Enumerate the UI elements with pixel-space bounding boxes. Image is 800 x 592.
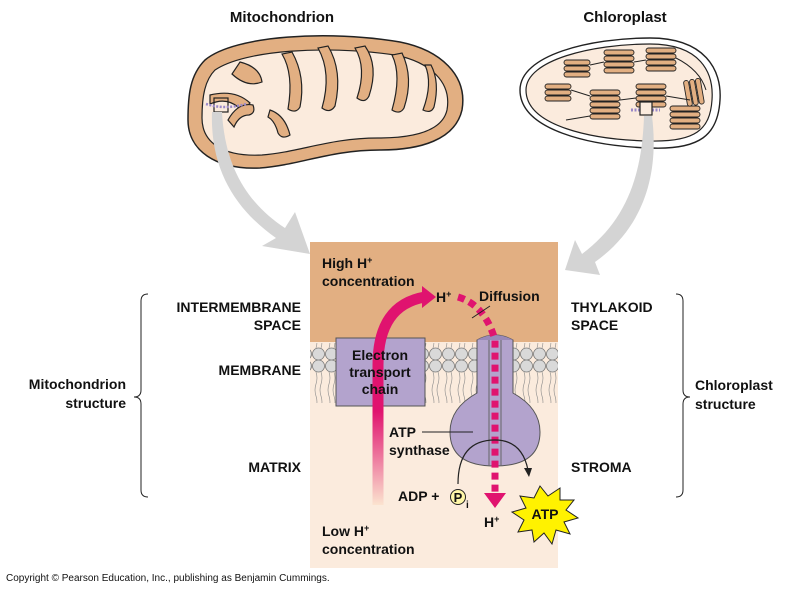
thylakoid-stacks: [544, 47, 705, 130]
mitochondrion-structure-label-2: structure: [65, 395, 126, 411]
chloroplast-structure-label-1: Chloroplast: [695, 377, 773, 393]
etc-label-1: Electron: [352, 347, 408, 363]
matrix-label: MATRIX: [248, 459, 301, 475]
adp-label: ADP +: [398, 488, 439, 504]
thylakoid-label-2: SPACE: [571, 317, 618, 333]
etc-label-3: chain: [362, 381, 399, 397]
phosphate-circle: [450, 489, 466, 505]
atp-synthase-label-1: ATP: [389, 424, 416, 440]
low-concentration-label: Low H+: [322, 523, 369, 539]
copyright-notice: Copyright © Pearson Education, Inc., pub…: [6, 573, 330, 584]
mitochondrion-structure-label-1: Mitochondrion: [29, 376, 126, 392]
diffusion-label: Diffusion: [479, 288, 540, 304]
phosphate-label: P: [454, 490, 463, 505]
intermembrane-label-1: INTERMEMBRANE: [177, 299, 301, 315]
chloroplast-to-panel-arrow: [565, 116, 654, 275]
etc-label-2: transport: [349, 364, 411, 380]
atp-synthase: [449, 334, 541, 467]
low-concentration-label-2: concentration: [322, 541, 415, 557]
stroma-label: STROMA: [571, 459, 632, 475]
diffusion-leader: [471, 305, 491, 319]
atp-starburst: [510, 485, 580, 546]
phosphorylation-arrowhead: [524, 468, 532, 477]
phosphorylation-arrow: [457, 439, 529, 485]
atp-product-label: ATP: [532, 506, 559, 522]
h-plus-top-label: H+: [436, 289, 451, 305]
atp-synthase-label-2: synthase: [389, 442, 450, 458]
diffusion-arrowhead: [484, 493, 506, 508]
chloroplast-illustration: [519, 37, 721, 149]
intermembrane-label-2: SPACE: [254, 317, 301, 333]
chloroplast-zoom-box: [639, 101, 653, 116]
mitochondrion-brace: [133, 293, 149, 498]
chloroplast-title: Chloroplast: [583, 9, 666, 26]
mitochondrion-illustration: [187, 35, 464, 169]
mitochondrion-title: Mitochondrion: [230, 9, 334, 26]
high-concentration-label-2: concentration: [322, 273, 415, 289]
chloroplast-brace: [675, 293, 691, 498]
h-plus-bottom-label: H+: [484, 514, 499, 530]
proton-pump-arrowhead: [422, 286, 436, 308]
proton-pump-arrow: [372, 291, 427, 505]
high-concentration-label: High H+: [322, 255, 372, 271]
phosphate-subscript: i: [466, 500, 469, 511]
mitochondrion-to-panel-arrow: [211, 112, 310, 254]
high-concentration-region: [310, 242, 558, 342]
chloroplast-structure-label-2: structure: [695, 396, 756, 412]
thylakoid-label-1: THYLAKOID: [571, 299, 653, 315]
membrane-label: MEMBRANE: [219, 362, 301, 378]
proton-diffusion-path: [456, 293, 499, 492]
